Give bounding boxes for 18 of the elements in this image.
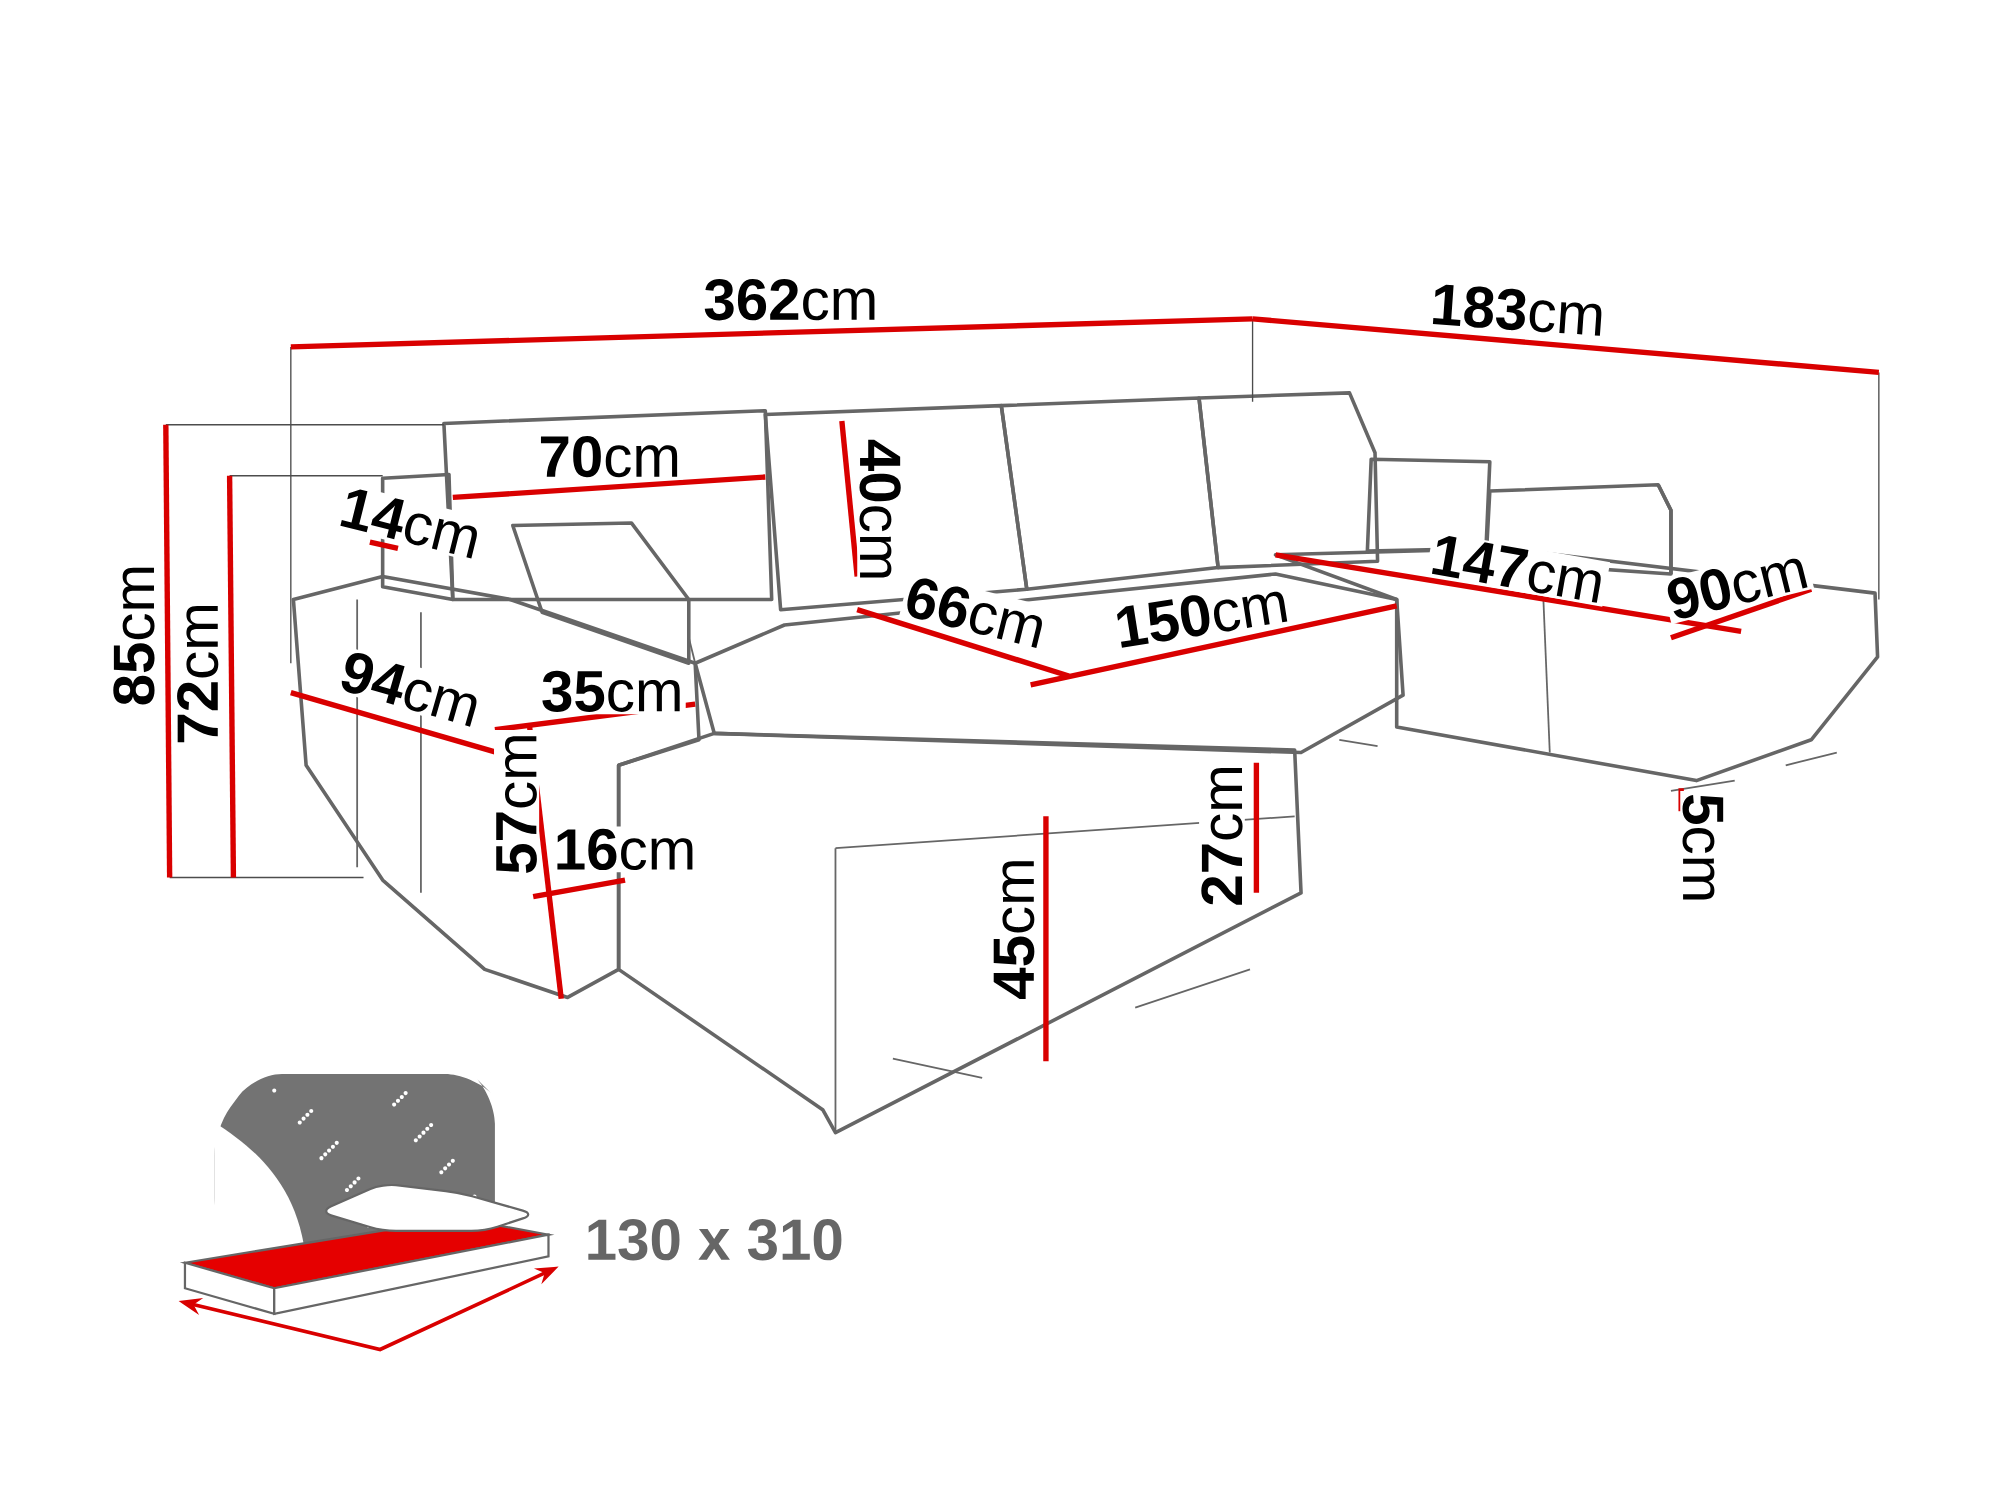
dimension-label: 16cm: [551, 826, 699, 873]
dimension-label: 183cm: [1426, 280, 1609, 340]
dimension-label: 72cm: [174, 600, 221, 747]
size-label: 130 x 310: [582, 1216, 847, 1263]
dimension-label: 147cm: [1425, 531, 1611, 607]
dimension-label: 27cm: [1199, 761, 1245, 909]
dimension-label: 45cm: [991, 855, 1037, 1003]
dimension-label: 66cm: [898, 572, 1053, 653]
dimension-label: 150cm: [1109, 578, 1294, 652]
dimension-label: 85cm: [111, 561, 157, 709]
dimension-label: 5cm: [1680, 790, 1726, 906]
dimension-label: 35cm: [538, 668, 686, 715]
dimension-label: 362cm: [701, 276, 881, 323]
dimension-label: 14cm: [333, 483, 488, 563]
dimension-label: 90cm: [1660, 544, 1815, 625]
dimension-label: 70cm: [536, 433, 684, 480]
dimension-label: 57cm: [494, 730, 540, 878]
dimension-label: 40cm: [857, 436, 903, 584]
